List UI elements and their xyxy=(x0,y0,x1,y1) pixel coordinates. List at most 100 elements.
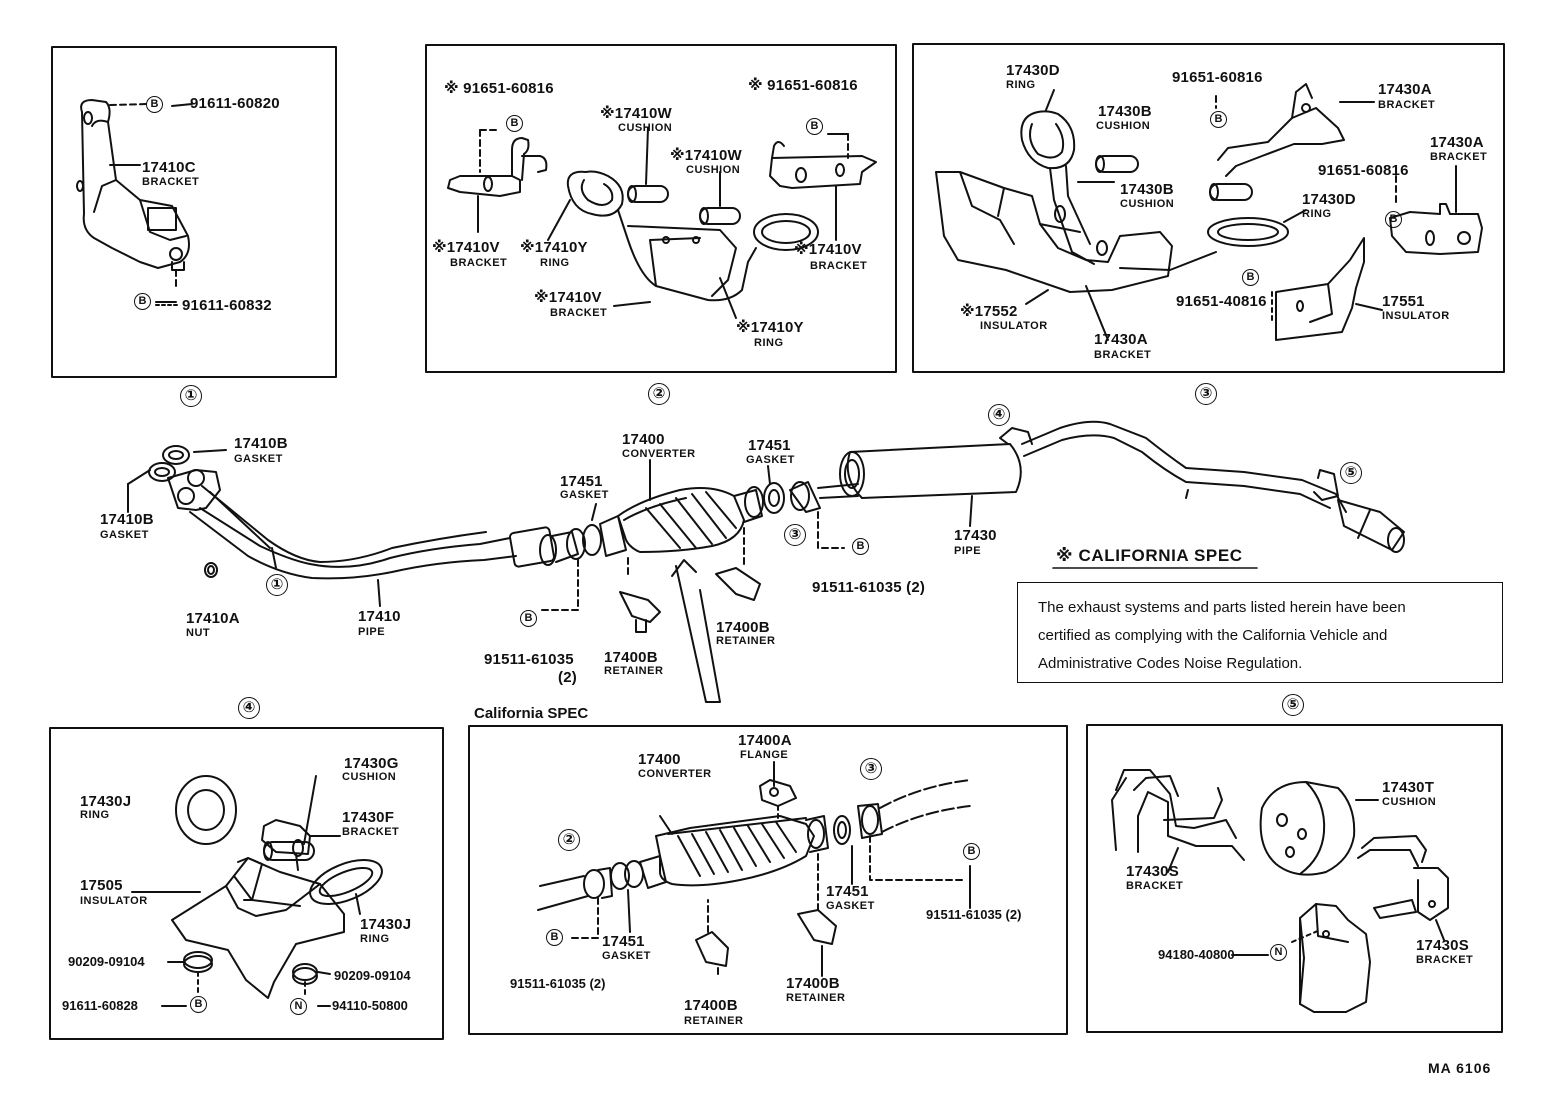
part-name: GASKET xyxy=(826,900,875,912)
part-name: CUSHION xyxy=(618,122,673,134)
section-marker-1: ① xyxy=(180,385,202,407)
part-name: RING xyxy=(360,933,390,945)
part-name: PIPE xyxy=(358,626,386,638)
part-number: 17430S xyxy=(1416,937,1469,954)
figure-reference: MA 6106 xyxy=(1428,1060,1492,1076)
part-number: 91511-61035 (2) xyxy=(926,907,1022,922)
california-spec-note: The exhaust systems and parts listed her… xyxy=(1017,582,1503,683)
part-number: 17410B xyxy=(100,511,154,528)
part-number: 17430F xyxy=(342,809,395,826)
part-name: CUSHION xyxy=(1382,796,1437,808)
part-name: BRACKET xyxy=(142,176,200,188)
part-number: 94180-40800 xyxy=(1158,947,1235,962)
callout-3-california: ③ xyxy=(860,758,882,780)
part-number: 17410A xyxy=(186,610,240,627)
part-name: INSULATOR xyxy=(1382,310,1450,322)
part-number: 17430S xyxy=(1126,863,1179,880)
part-number: 17410B xyxy=(234,435,288,452)
part-number: 91611-60832 xyxy=(182,297,272,314)
part-number: ※17410Y xyxy=(520,239,588,256)
nut-mark: N xyxy=(290,998,307,1015)
part-number: 90209-09104 xyxy=(334,968,411,983)
part-name: CONVERTER xyxy=(638,768,712,780)
part-number: 90209-09104 xyxy=(68,954,145,969)
part-number: 17430A xyxy=(1430,134,1484,151)
california-subpanel-title: California SPEC xyxy=(474,705,589,722)
part-number: 17430J xyxy=(360,916,412,933)
part-number: 17430J xyxy=(80,793,132,810)
part-number: ※17410V xyxy=(432,239,500,256)
part-number: 94110-50800 xyxy=(332,998,408,1013)
part-name: NUT xyxy=(186,627,211,639)
section-marker-2: ② xyxy=(648,383,670,405)
main-exhaust-drawing xyxy=(127,420,1405,703)
part-name: GASKET xyxy=(560,489,609,501)
panel-2-frame xyxy=(425,44,897,373)
section-marker-4: ④ xyxy=(238,697,260,719)
part-name: BRACKET xyxy=(810,260,868,272)
part-name: CONVERTER xyxy=(622,448,696,460)
part-number: 17400B xyxy=(786,975,840,992)
bolt-mark: B xyxy=(546,929,563,946)
part-name: BRACKET xyxy=(1378,99,1436,111)
part-number: ※17410W xyxy=(670,147,742,164)
part-number: 91651-60816 xyxy=(1318,162,1409,179)
part-name: BRACKET xyxy=(550,307,608,319)
section-marker-3: ③ xyxy=(1195,383,1217,405)
callout-4: ④ xyxy=(988,404,1010,426)
note-line: Administrative Codes Noise Regulation. xyxy=(1038,655,1303,672)
panel-3-frame xyxy=(912,43,1505,373)
part-number: 91611-60820 xyxy=(190,95,280,112)
part-name: BRACKET xyxy=(1430,151,1488,163)
bolt-mark: B xyxy=(190,996,207,1013)
part-number: 91651-40816 xyxy=(1176,293,1267,310)
part-name: FLANGE xyxy=(740,749,789,761)
part-number: 17400B xyxy=(716,619,770,636)
part-number: 17430D xyxy=(1302,191,1356,208)
part-name: GASKET xyxy=(234,453,283,465)
part-number: ※ 91651-60816 xyxy=(444,80,554,97)
part-number: 17451 xyxy=(560,473,603,490)
part-number: 17400 xyxy=(622,431,665,448)
bolt-mark: B xyxy=(852,538,869,555)
part-number: 17400B xyxy=(684,997,738,1014)
nut-mark: N xyxy=(1270,944,1287,961)
part-number: ※17410W xyxy=(600,105,672,122)
callout-2-california: ② xyxy=(558,829,580,851)
part-name: CUSHION xyxy=(1120,198,1175,210)
part-number: 17430D xyxy=(1006,62,1060,79)
part-name: RING xyxy=(540,257,570,269)
part-name: BRACKET xyxy=(450,257,508,269)
panel-1-frame xyxy=(51,46,337,378)
note-line: The exhaust systems and parts listed her… xyxy=(1038,599,1406,616)
quantity: (2) xyxy=(558,669,577,686)
part-number: 17451 xyxy=(748,437,791,454)
note-line: certified as complying with the Californ… xyxy=(1038,627,1388,644)
part-number: 17430T xyxy=(1382,779,1435,796)
part-name: INSULATOR xyxy=(80,895,148,907)
part-name: CUSHION xyxy=(1096,120,1151,132)
part-number: 17551 xyxy=(1382,293,1425,310)
part-name: RING xyxy=(754,337,784,349)
part-number: ※17410V xyxy=(534,289,602,306)
panel-5-frame xyxy=(1086,724,1503,1033)
part-number: 17430 xyxy=(954,527,997,544)
part-name: GASKET xyxy=(100,529,149,541)
bolt-mark: B xyxy=(506,115,523,132)
part-name: CUSHION xyxy=(342,771,397,783)
part-number: 91651-60816 xyxy=(1172,69,1263,86)
panel-3-drawing xyxy=(935,83,1483,341)
part-name: BRACKET xyxy=(342,826,400,838)
bolt-mark: B xyxy=(1210,111,1227,128)
part-number: 17430G xyxy=(344,755,399,772)
part-name: RING xyxy=(1302,208,1332,220)
callout-3: ③ xyxy=(784,524,806,546)
part-number: 91511-61035 xyxy=(484,651,574,668)
bolt-mark: B xyxy=(1385,211,1402,228)
part-name: RETAINER xyxy=(786,992,846,1004)
part-name: GASKET xyxy=(602,950,651,962)
part-name: RING xyxy=(80,809,110,821)
part-number: 17505 xyxy=(80,877,123,894)
part-number: 17400A xyxy=(738,732,792,749)
